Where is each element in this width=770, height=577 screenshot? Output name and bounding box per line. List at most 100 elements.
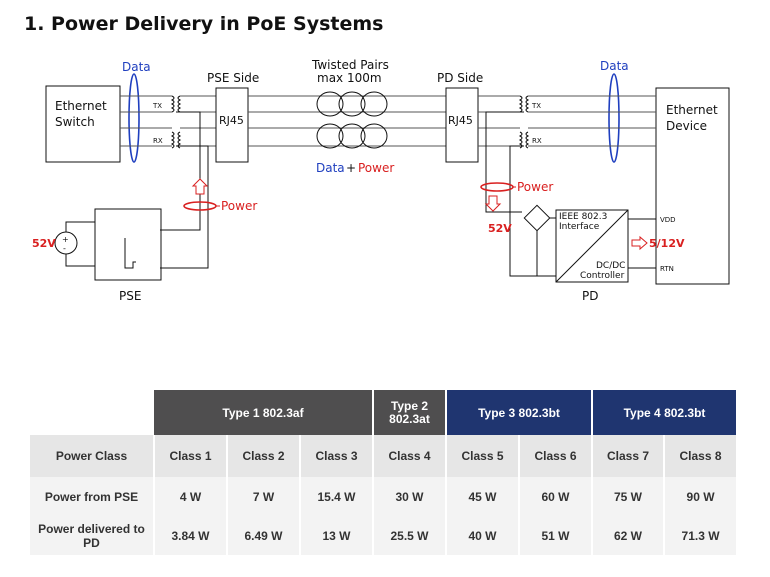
device-label-line2: Device [666,119,707,133]
table-cell: 15.4 W [299,477,373,516]
table-cell: 30 W [372,477,446,516]
ethernet-device-box [655,87,730,285]
data-plus-power-data: Data [316,161,345,175]
poe-class-table: Type 1 802.3af Type 2 802.3at Type 3 802… [30,390,737,555]
data-label-left: Data [122,60,151,74]
data-plus-power-power: Power [358,161,394,175]
table-cell: Class 7 [591,435,665,477]
rj45-left-box [215,87,249,163]
table-cell: 13 W [299,516,373,555]
table-cell: Class 5 [445,435,519,477]
twisted-pair-loops [316,91,388,149]
device-in-lines [528,95,656,147]
table-cell: Class 8 [663,435,737,477]
table-row: Power from PSE 4 W 7 W 15.4 W 30 W 45 W … [30,477,737,516]
vdd-rtn-wires [628,218,656,269]
table-cell: Class 6 [517,435,593,477]
data-ellipse-right [608,73,620,163]
table-cell: 6.49 W [226,516,300,555]
header-type2-line1: Type 2 [390,398,429,413]
table-cell: Class 1 [153,435,227,477]
ieee-label-line1: IEEE 802.3 [559,212,607,222]
pse-power-wires [160,111,209,269]
switch-label-line2: Switch [55,115,95,129]
table-cell: 25.5 W [372,516,446,555]
dcdc-label-line2: Controller [580,271,625,281]
pse-power-up-arrow [191,178,209,195]
cable-lines [248,95,446,147]
pse-internal-switch [124,238,136,269]
rj45-right-out-lines [478,95,520,147]
header-type4: Type 4 802.3bt [591,390,737,435]
tx-right-label: TX [531,102,541,110]
table-cell: 40 W [445,516,519,555]
rx-left-label: RX [153,137,163,145]
rj45-left-label: RJ45 [219,114,244,127]
pse-label: PSE [119,289,141,303]
ethernet-switch-box [45,85,121,163]
pse-source-wires [65,221,95,267]
vdd-label: VDD [660,216,676,224]
table-cell: 60 W [517,477,593,516]
pd-side-label: PD Side [437,71,483,85]
dcdc-label-line1: DC/DC [596,261,625,271]
rj45-right-label: RJ45 [448,114,473,127]
ieee-label-line2: Interface [559,222,600,232]
table-cell: 7 W [226,477,300,516]
output-voltage-arrow [631,235,648,251]
pd-label: PD [582,289,598,303]
diode-bridge-wires [536,217,556,276]
table-cell: 3.84 W [153,516,227,555]
pd-controller-divider [555,209,629,283]
pd-power-label: Power [517,180,553,194]
table-row: Power delivered to PD 3.84 W 6.49 W 13 W… [30,516,737,555]
twisted-pairs-line2: max 100m [317,71,382,85]
table-cell: 90 W [663,477,737,516]
transformer-right [518,95,530,149]
pse-side-label: PSE Side [207,71,259,85]
row-label-power-from-pse: Power from PSE [30,477,154,516]
tx-left-label: TX [152,102,162,110]
table-cell: 45 W [445,477,519,516]
table-cell: 4 W [153,477,227,516]
transformer-left-out-lines [180,95,216,147]
rj45-right-box [445,87,479,163]
pd-power-wires [485,111,556,277]
transformer-left [170,95,182,149]
header-type2: Type 2 802.3at [372,390,446,435]
table-cell: Class 2 [226,435,300,477]
rtn-label: RTN [660,265,674,273]
poe-diagram: Ethernet Switch Ethernet Device Data Dat… [32,58,730,303]
table-row: Power Class Class 1 Class 2 Class 3 Clas… [30,435,737,477]
switch-tx-lines [120,95,172,147]
voltage-source-left [54,231,78,255]
header-type2-line2: 802.3at [389,411,430,426]
voltage-source-left-plus: + [62,235,69,244]
data-label-right: Data [600,59,629,73]
device-label-line1: Ethernet [666,103,718,117]
table-cell: 71.3 W [663,516,737,555]
pd-power-down-arrow [484,195,502,212]
row-label-power-delivered: Power delivered to PD [30,516,154,555]
table-cell: Class 4 [372,435,446,477]
row-label-power-class: Power Class [30,435,154,477]
page-title: 1. Power Delivery in PoE Systems [24,13,384,35]
pse-power-label: Power [221,199,257,213]
table-cell: Class 3 [299,435,373,477]
header-type3: Type 3 802.3bt [444,390,593,435]
voltage-source-left-minus: - [63,244,66,253]
rx-right-label: RX [532,137,542,145]
switch-label-line1: Ethernet [55,99,107,113]
data-plus-power-plus: + [346,161,356,175]
diode-bridge [523,204,551,232]
output-voltage-label: 5/12V [649,237,685,250]
pse-box [94,208,162,281]
v52-right-label: 52V [488,222,512,235]
header-blank-cell [30,390,154,435]
data-ellipse-left [128,73,140,163]
table-cell: 75 W [591,477,665,516]
v52-left-label: 52V [32,237,56,250]
table-header-row: Type 1 802.3af Type 2 802.3at Type 3 802… [30,390,737,435]
table-cell: 51 W [517,516,593,555]
twisted-pairs-line1: Twisted Pairs [311,58,389,72]
